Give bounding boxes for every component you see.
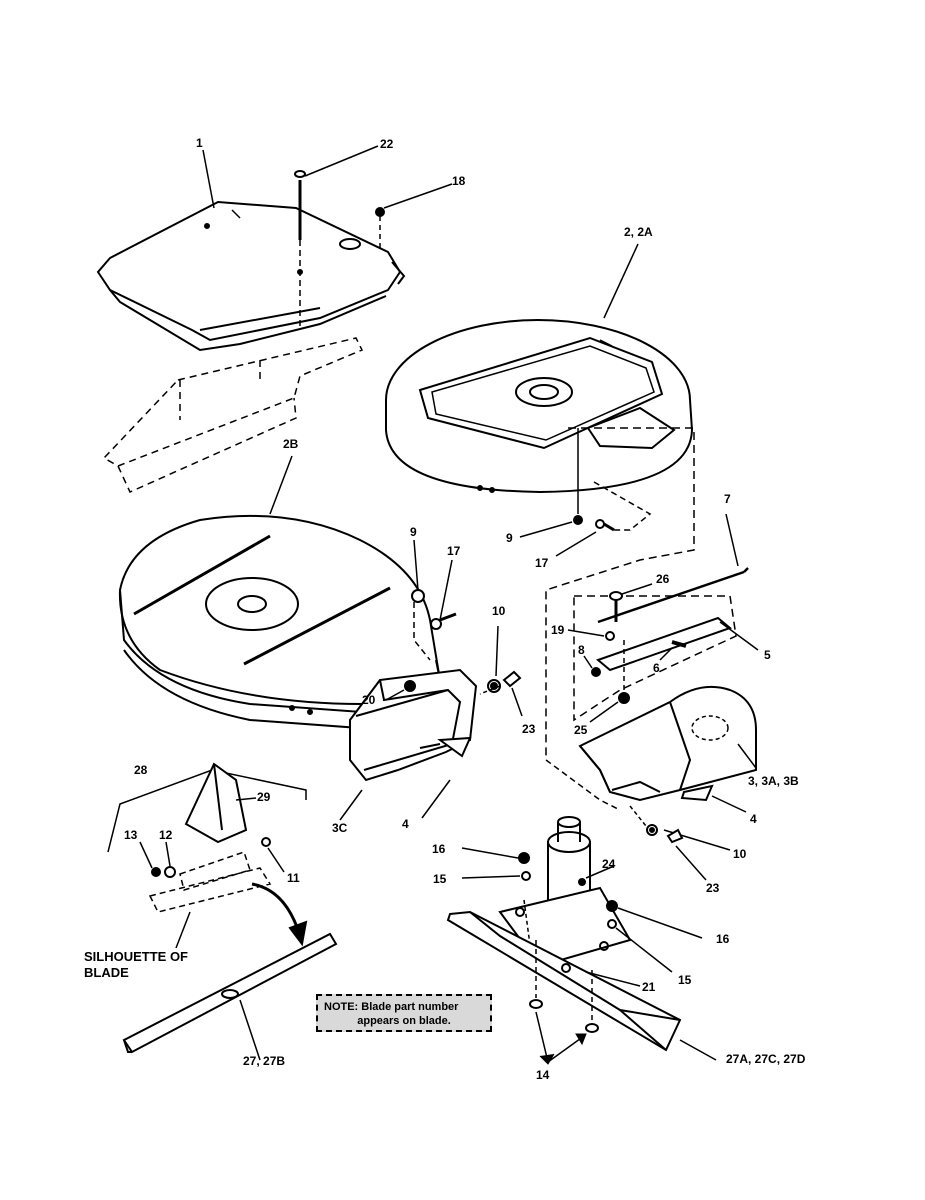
discharge-chute-3c bbox=[349, 668, 478, 782]
label-part-19: 19 bbox=[551, 623, 565, 637]
label-part-23-right: 23 bbox=[706, 881, 720, 895]
deck-housing-2b bbox=[118, 514, 442, 730]
label-part-4-right: 4 bbox=[750, 812, 757, 826]
screw-24 bbox=[578, 878, 586, 886]
washer-12 bbox=[164, 866, 176, 878]
label-part-28: 28 bbox=[134, 763, 148, 777]
silhouette-line-2: BLADE bbox=[84, 965, 129, 980]
label-part-16-right: 16 bbox=[716, 932, 730, 946]
note-line-1: NOTE: Blade part number bbox=[324, 1001, 459, 1013]
label-part-13: 13 bbox=[124, 828, 138, 842]
label-part-23-mid: 23 bbox=[522, 722, 536, 736]
mounting-bracket-dashed bbox=[102, 337, 364, 493]
nut-8 bbox=[591, 667, 601, 677]
label-part-10-right: 10 bbox=[733, 847, 747, 861]
label-part-27-27b: 27, 27B bbox=[243, 1054, 286, 1068]
label-part-1: 1 bbox=[196, 136, 203, 150]
label-part-16-left: 16 bbox=[432, 842, 446, 856]
washer-15-left bbox=[521, 871, 531, 881]
bracket-29 bbox=[184, 762, 248, 844]
washer-15-right bbox=[607, 919, 617, 929]
nut-13 bbox=[151, 867, 161, 877]
label-part-6: 6 bbox=[653, 661, 660, 675]
bolts-14 bbox=[529, 940, 599, 1033]
label-part-3-3a-3b: 3, 3A, 3B bbox=[748, 774, 799, 788]
label-part-22: 22 bbox=[380, 137, 394, 151]
bolt-11 bbox=[261, 837, 271, 847]
blade-27 bbox=[122, 932, 338, 1054]
flap-4-left bbox=[437, 736, 472, 758]
label-part-5: 5 bbox=[764, 648, 771, 662]
spring-10-right bbox=[646, 824, 658, 836]
pin-23-mid bbox=[502, 670, 522, 688]
label-part-18: 18 bbox=[452, 174, 466, 188]
top-cover-plate bbox=[96, 200, 406, 352]
label-part-20: 20 bbox=[362, 693, 376, 707]
nut-9-right bbox=[573, 515, 583, 525]
label-part-10-mid: 10 bbox=[492, 604, 506, 618]
blade-27a bbox=[446, 910, 682, 1052]
label-part-8: 8 bbox=[578, 643, 585, 657]
screw-17-right bbox=[595, 519, 615, 532]
label-part-17-right: 17 bbox=[535, 556, 549, 570]
label-part-15-right: 15 bbox=[678, 973, 692, 987]
label-part-4-left: 4 bbox=[402, 817, 409, 831]
nut-25 bbox=[618, 692, 630, 704]
note-line-2: appears on blade. bbox=[357, 1015, 451, 1027]
label-part-9-left: 9 bbox=[410, 525, 417, 539]
rod-7 bbox=[597, 567, 749, 624]
nut-16-left bbox=[518, 852, 530, 864]
blade-note-box: NOTE: Blade part number appears on blade… bbox=[316, 994, 492, 1032]
spring-6 bbox=[671, 640, 687, 648]
bolt-18 bbox=[375, 207, 385, 252]
label-part-26: 26 bbox=[656, 572, 670, 586]
nut-16-right bbox=[606, 900, 618, 912]
deck-housing-2 bbox=[385, 319, 694, 494]
label-part-25: 25 bbox=[574, 723, 588, 737]
pin-23-right bbox=[666, 828, 684, 844]
bracket-5 bbox=[596, 616, 732, 672]
label-part-11: 11 bbox=[287, 871, 300, 885]
nut-9-left bbox=[411, 589, 425, 603]
bolt-19 bbox=[605, 631, 615, 641]
label-part-24: 24 bbox=[602, 857, 616, 871]
label-part-27a-27c-27d: 27A, 27C, 27D bbox=[726, 1052, 806, 1066]
label-part-29: 29 bbox=[257, 790, 271, 804]
flap-4-right bbox=[680, 784, 714, 802]
label-part-15-left: 15 bbox=[433, 872, 447, 886]
bolt-22 bbox=[294, 170, 306, 240]
label-part-9-right: 9 bbox=[506, 531, 513, 545]
bolt-26 bbox=[609, 591, 623, 622]
silhouette-line-1: SILHOUETTE OF bbox=[84, 949, 188, 964]
screw-17-left bbox=[430, 612, 457, 630]
label-part-14: 14 bbox=[536, 1068, 550, 1082]
label-part-17-left: 17 bbox=[447, 544, 461, 558]
label-part-7: 7 bbox=[724, 492, 731, 506]
discharge-chute-3 bbox=[578, 685, 757, 802]
silhouette-of-blade-label: SILHOUETTE OF BLADE bbox=[84, 949, 188, 981]
label-part-21: 21 bbox=[642, 980, 656, 994]
label-part-12: 12 bbox=[159, 828, 173, 842]
label-part-3c: 3C bbox=[332, 821, 348, 835]
label-part-2-2a: 2, 2A bbox=[624, 225, 653, 239]
label-part-2b: 2B bbox=[283, 437, 299, 451]
spring-20 bbox=[404, 680, 416, 692]
